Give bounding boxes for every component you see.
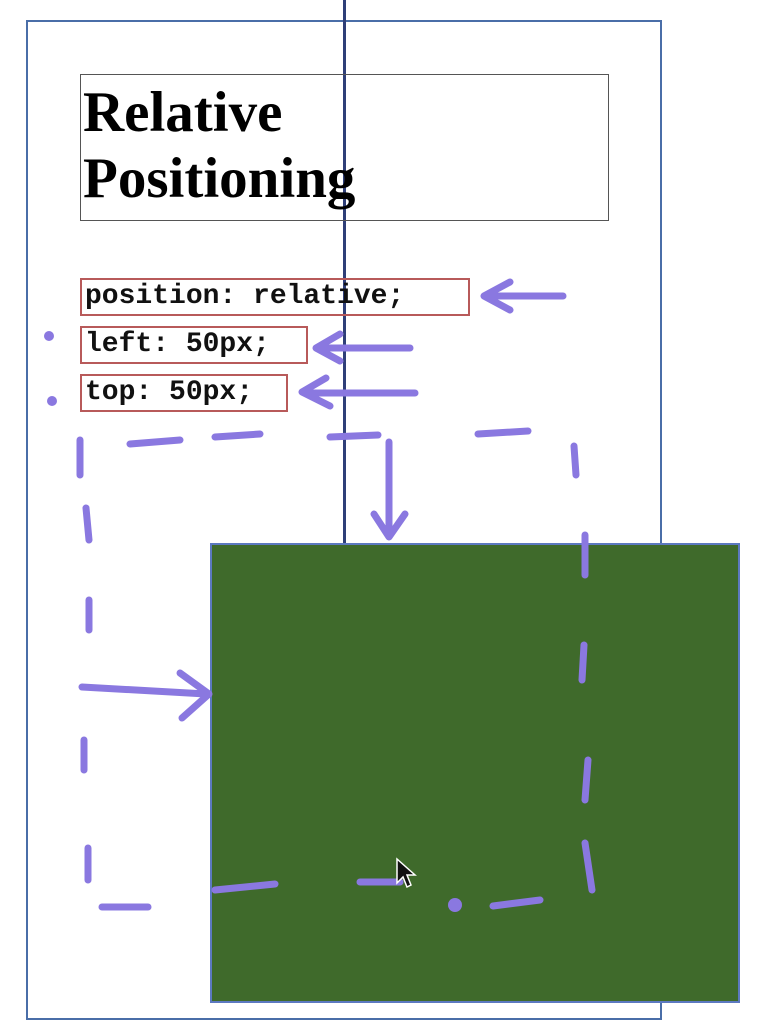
heading-box <box>80 74 609 221</box>
css-rule-top: top: 50px; <box>80 374 288 412</box>
title-line-1: Relative <box>83 81 283 144</box>
vertical-guide-line <box>343 0 346 545</box>
page-title: Relative Positioning <box>83 80 355 212</box>
mouse-cursor-icon <box>396 857 417 889</box>
title-line-2: Positioning <box>83 147 356 210</box>
relative-positioned-box <box>210 543 740 1003</box>
css-rule-left: left: 50px; <box>80 326 308 364</box>
css-rule-position: position: relative; <box>80 278 470 316</box>
